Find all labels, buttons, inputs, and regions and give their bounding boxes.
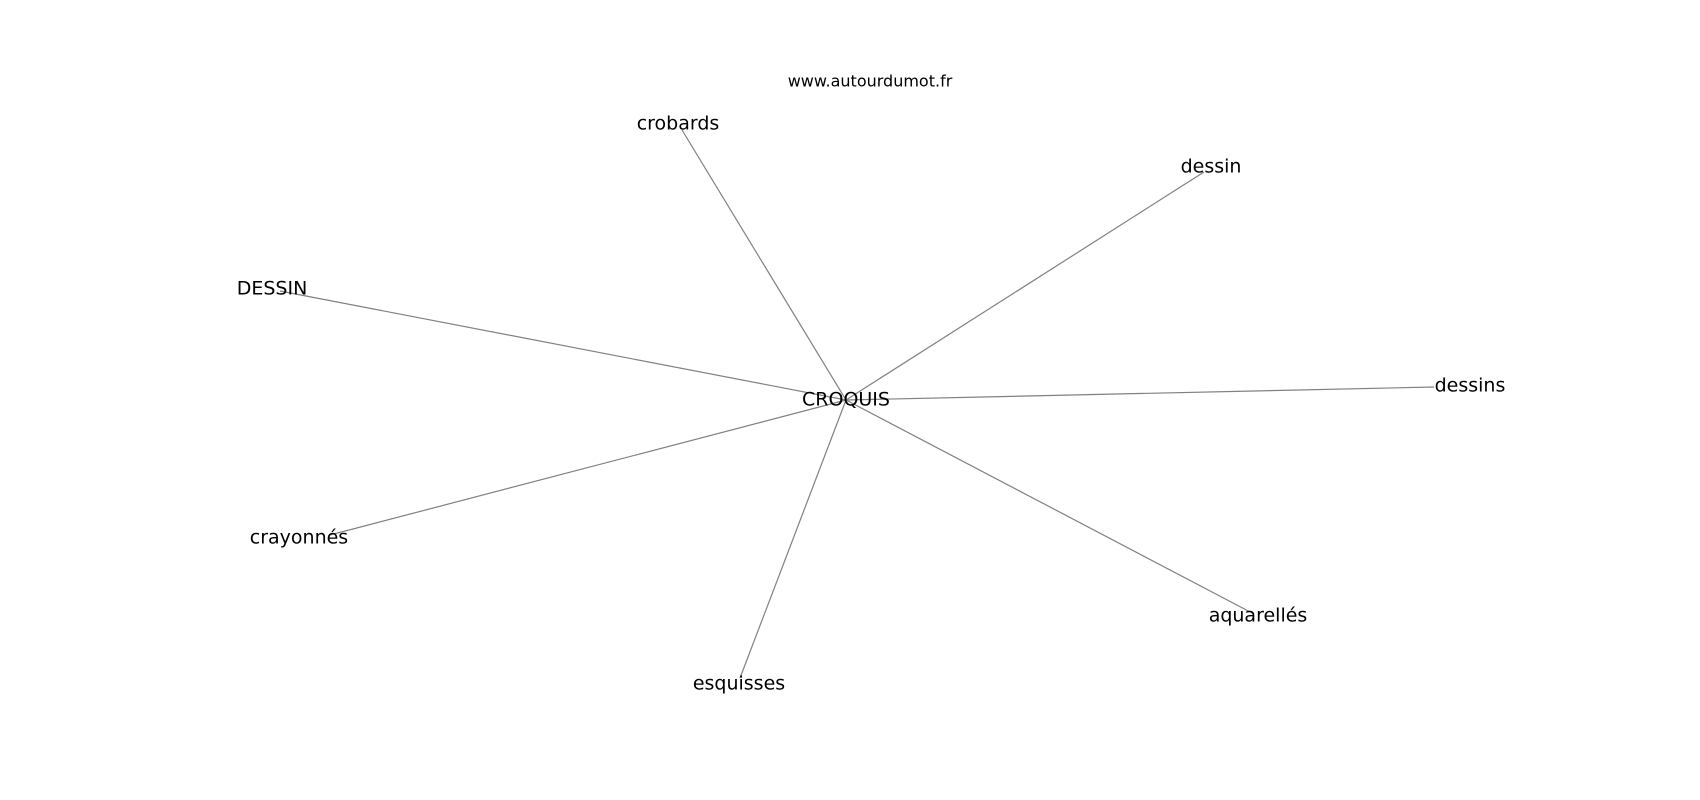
word-label-dessin: dessin — [1181, 156, 1242, 178]
edge-croquis-dessin — [845, 171, 1205, 401]
edge-croquis-esquisses — [739, 399, 847, 679]
edge-croquis-aquarelles — [845, 399, 1255, 615]
word-label-esquisses: esquisses — [693, 673, 785, 695]
word-label-crayonnes: crayonnés — [250, 527, 348, 549]
word-label-crobards: crobards — [637, 113, 720, 135]
edge-croquis-crobards — [681, 129, 847, 401]
edge-layer — [279, 129, 1435, 679]
center-word-label: CROQUIS — [802, 389, 890, 411]
site-url-label: www.autourdumot.fr — [788, 72, 953, 91]
word-label-dessins: dessins — [1435, 375, 1506, 397]
edge-croquis-dessins — [845, 386, 1435, 401]
edge-croquis-DESSIN — [279, 290, 847, 401]
word-label-DESSIN: DESSIN — [237, 278, 308, 300]
edge-croquis-crayonnes — [329, 399, 847, 536]
word-label-aquarelles: aquarellés — [1209, 605, 1308, 627]
